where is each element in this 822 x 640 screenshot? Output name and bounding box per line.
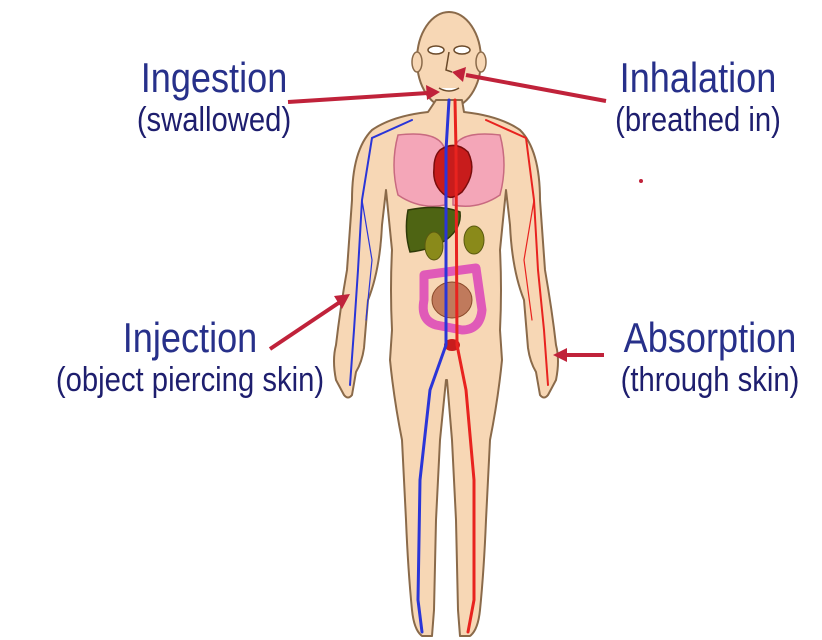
right-eye xyxy=(454,46,470,54)
right-ear xyxy=(476,52,486,72)
inhalation-title: Inhalation xyxy=(569,55,822,101)
inhalation-label: Inhalation (breathed in) xyxy=(569,55,822,139)
left-ear xyxy=(412,52,422,72)
ingestion-label: Ingestion (swallowed) xyxy=(85,55,343,139)
injection-subtitle: (object piercing skin) xyxy=(44,361,336,399)
ingestion-title: Ingestion xyxy=(85,55,343,101)
absorption-title: Absorption xyxy=(581,315,822,361)
inhaled-particle-dot xyxy=(639,179,643,183)
left-kidney xyxy=(425,232,443,260)
left-eye xyxy=(428,46,444,54)
right-kidney xyxy=(464,226,484,254)
injection-label: Injection (object piercing skin) xyxy=(44,315,336,399)
inhalation-subtitle: (breathed in) xyxy=(569,101,822,139)
small-intestine xyxy=(432,282,472,318)
absorption-label: Absorption (through skin) xyxy=(581,315,822,399)
absorption-subtitle: (through skin) xyxy=(581,361,822,399)
injection-title: Injection xyxy=(44,315,336,361)
ingestion-subtitle: (swallowed) xyxy=(85,101,343,139)
